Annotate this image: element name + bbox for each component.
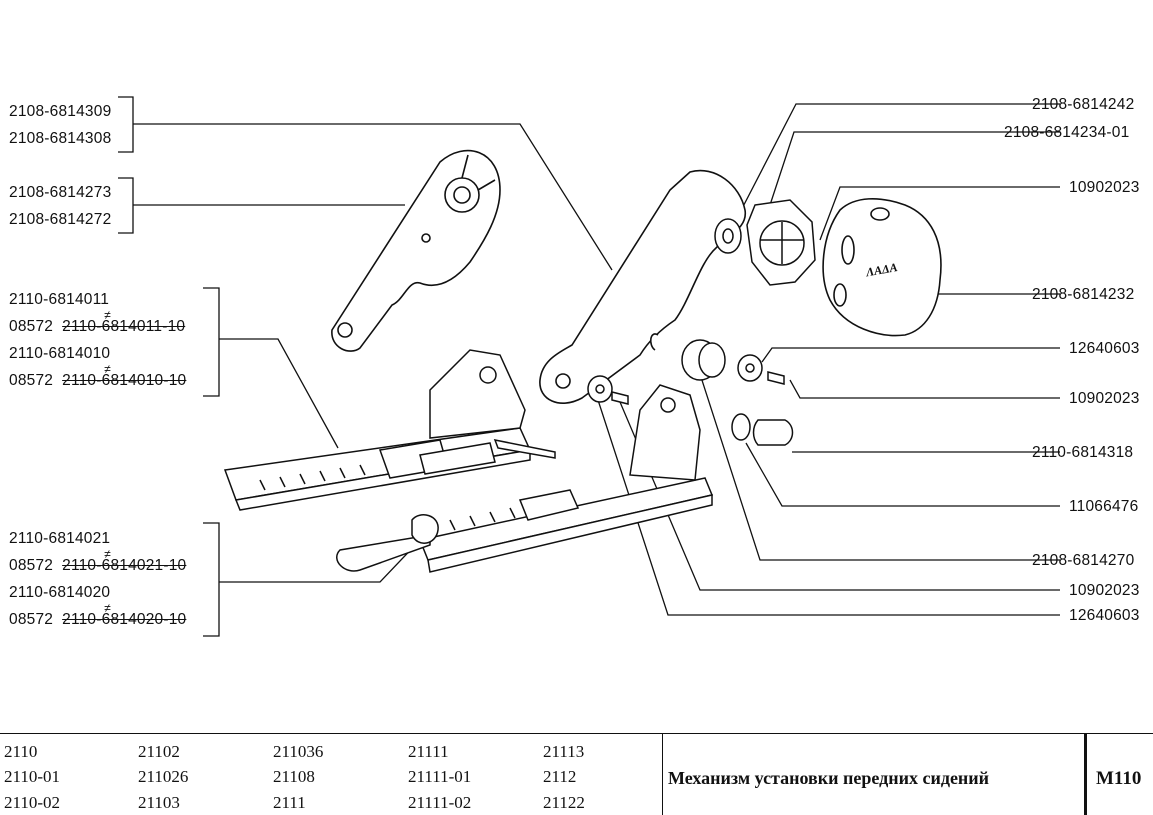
leader-r1 [732, 103, 1060, 227]
neq-mark: ≠ [104, 308, 111, 322]
model-code: 2110 [4, 742, 38, 761]
part-number-label: 2108-6814270 [1032, 552, 1135, 569]
model-code: 2110-01 [4, 767, 61, 786]
alt-prefix: 08572 [9, 557, 54, 574]
model-code: 21108 [273, 767, 315, 786]
lower-rail [336, 384, 714, 573]
struck-code-wrap: 2110-6814021-10≠ [62, 548, 187, 574]
part-number-label: 2108-6814232 [1032, 286, 1135, 303]
part-number-label: 2108-6814272 [9, 211, 112, 228]
neq-mark: ≠ [104, 362, 111, 376]
leader-r8 [745, 442, 1060, 507]
struck-code-wrap: 2110-6814020-10≠ [62, 602, 187, 628]
diagram-title: Механизм установки передних сидений [668, 768, 990, 788]
bracket-g1 [118, 96, 134, 153]
struck-part-number: 2110-6814011-10 [62, 318, 186, 335]
diagram-code: M110 [1096, 768, 1142, 789]
model-code: 21113 [543, 742, 585, 761]
alt-part-number-row: 08572 2110-6814021-10≠ [9, 548, 187, 574]
part-number-label: 2108-6814242 [1032, 96, 1135, 113]
part-number-label: 10902023 [1069, 582, 1140, 599]
part-number-label: 11066476 [1069, 498, 1139, 515]
part-number-label: 2108-6814234-01 [1004, 124, 1130, 141]
footer-divider [662, 733, 663, 815]
part-number-label: 2110-6814020 [9, 584, 111, 601]
model-code: 21103 [138, 793, 180, 812]
alt-prefix: 08572 [9, 611, 54, 628]
model-code: 21102 [138, 742, 180, 761]
leader-r9 [699, 373, 1060, 561]
leader-r3 [819, 186, 1060, 241]
bracket-g4 [203, 522, 220, 637]
neq-mark: ≠ [104, 601, 111, 615]
part-number-label: 2108-6814309 [9, 103, 112, 120]
part-number-label: 12640603 [1069, 607, 1140, 624]
upper-plate [539, 169, 746, 404]
struck-part-number: 2110-6814010-10 [62, 372, 187, 389]
leader-r11 [597, 399, 1060, 616]
alt-part-number-row: 08572 2110-6814010-10≠ [9, 363, 187, 389]
model-code: 211036 [273, 742, 324, 761]
leader-r5 [761, 347, 1060, 363]
part-number-label: 2110-6814011 [9, 291, 110, 308]
hub-star [746, 199, 816, 286]
alt-part-number-row: 08572 2110-6814020-10≠ [9, 602, 187, 628]
part-number-label: 2108-6814273 [9, 184, 112, 201]
part-number-label: 10902023 [1069, 390, 1140, 407]
struck-part-number: 2110-6814020-10 [62, 611, 187, 628]
upper-rail [223, 349, 556, 511]
bracket-g2 [118, 177, 134, 234]
model-code: 21111-02 [408, 793, 472, 812]
footer-top-rule [0, 733, 1153, 734]
model-code: 21111 [408, 742, 449, 761]
part-number-label: 2110-6814021 [9, 530, 111, 547]
footer-divider [1084, 733, 1087, 815]
part-number-label: 2110-6814318 [1032, 444, 1134, 461]
model-code: 2112 [543, 767, 577, 786]
alt-prefix: 08572 [9, 372, 54, 389]
lada-emblem: ΛΑΔΑ [864, 260, 898, 279]
part-number-label: 12640603 [1069, 340, 1140, 357]
lower-cover-plate [331, 149, 501, 352]
struck-part-number: 2110-6814021-10 [62, 557, 187, 574]
leader-g1 [133, 123, 613, 271]
struck-code-wrap: 2110-6814010-10≠ [62, 363, 187, 389]
alt-prefix: 08572 [9, 318, 54, 335]
leader-r6 [789, 379, 1060, 399]
struck-code-wrap: 2110-6814011-10≠ [62, 309, 186, 335]
leader-g3 [219, 338, 339, 449]
model-code: 21111-01 [408, 767, 472, 786]
model-code: 211026 [138, 767, 189, 786]
part-number-label: 10902023 [1069, 179, 1140, 196]
small-parts [587, 218, 814, 446]
part-number-label: 2110-6814010 [9, 345, 111, 362]
leader-r2 [769, 131, 1060, 206]
model-code: 2110-02 [4, 793, 61, 812]
bracket-g3 [203, 287, 220, 397]
model-code: 21122 [543, 793, 585, 812]
neq-mark: ≠ [104, 547, 111, 561]
part-number-label: 2108-6814308 [9, 130, 112, 147]
alt-part-number-row: 08572 2110-6814011-10≠ [9, 309, 186, 335]
model-code: 2111 [273, 793, 306, 812]
knob-cap: ΛΑΔΑ [822, 197, 942, 337]
